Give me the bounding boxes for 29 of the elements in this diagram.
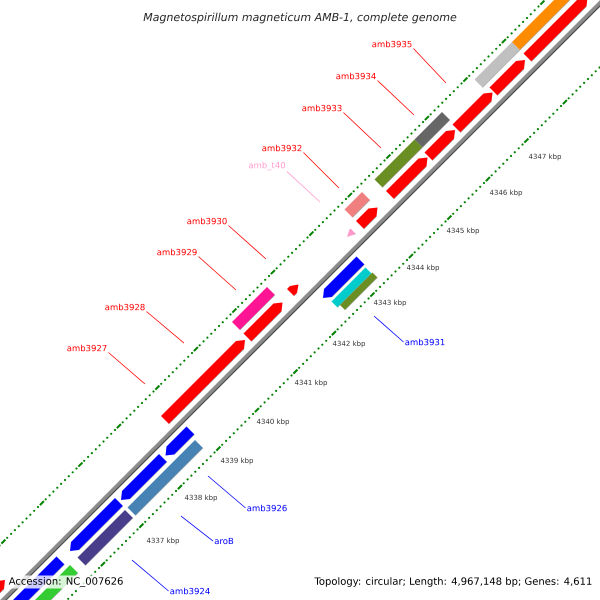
leader-line — [374, 316, 404, 342]
leader-line — [198, 256, 236, 290]
leader-line — [180, 516, 214, 542]
leader-line — [377, 80, 414, 116]
footer-text: Topology: circular; Length: 4,967,148 bp; Genes: 4,611 — [312, 576, 594, 588]
leader-line — [286, 171, 320, 202]
leader-line — [146, 311, 184, 344]
gene-label: amb3924 — [170, 588, 210, 594]
gene-label: amb3932 — [262, 144, 302, 152]
leader-line — [413, 48, 446, 84]
gene-label: amb3927 — [67, 344, 107, 352]
leader-line — [343, 112, 382, 148]
gene-label: amb3934 — [336, 72, 376, 80]
leader-line — [132, 560, 169, 592]
leader-line — [208, 476, 246, 508]
footer-text: Accession: NC_007626 — [7, 576, 125, 588]
gene-label: amb_t40 — [248, 162, 286, 170]
gene-label: amb3926 — [247, 504, 287, 512]
leader-line — [108, 352, 146, 384]
gene-label: amb3929 — [157, 248, 197, 256]
leader-line — [303, 152, 340, 188]
leader-line — [228, 225, 266, 260]
title: Magnetospirillum magneticum AMB-1, complete genome — [144, 12, 456, 24]
gene-label: amb3930 — [187, 218, 227, 224]
gene-label: amb3933 — [302, 104, 342, 112]
gene-label: aroB — [214, 538, 234, 544]
gene-label: amb3931 — [405, 338, 444, 346]
gene-label: amb3935 — [372, 40, 412, 48]
gene-label: amb3928 — [105, 304, 145, 310]
